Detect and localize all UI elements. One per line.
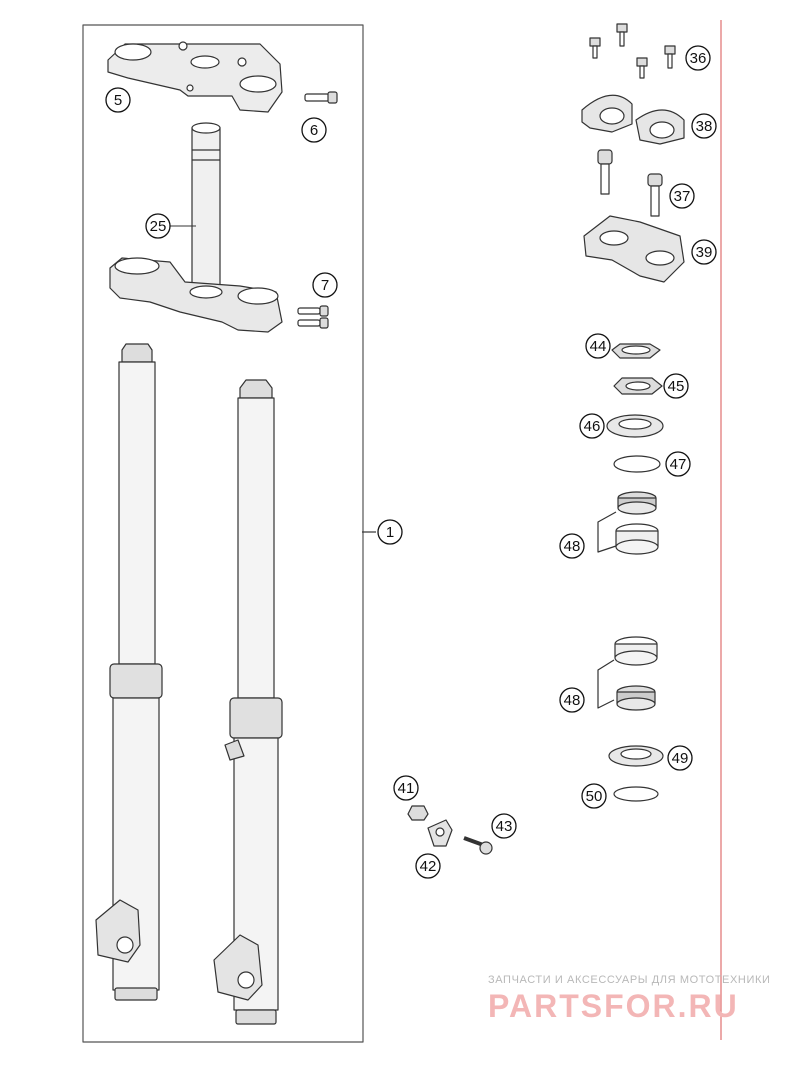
assembly-frame [82,24,364,1043]
svg-text:37: 37 [674,188,691,205]
nut-41 [407,805,429,821]
svg-text:38: 38 [696,118,713,135]
callout-42: 42 [415,853,441,879]
svg-text:46: 46 [584,418,601,435]
callout-25: 25 [145,213,171,239]
bracket-48a [597,511,617,553]
svg-text:41: 41 [398,780,415,797]
left-fork-leg [95,343,163,1001]
callout-44: 44 [585,333,611,359]
svg-text:7: 7 [321,277,329,294]
svg-text:45: 45 [668,378,685,395]
clamp-42 [427,819,453,847]
callout-49: 49 [667,745,693,771]
bolt-43 [463,836,493,855]
svg-text:42: 42 [420,858,437,875]
svg-text:48: 48 [564,692,581,709]
callout-39: 39 [691,239,717,265]
callout-38: 38 [691,113,717,139]
callout-36: 36 [685,45,711,71]
handlebar-clamp-base [583,215,685,283]
bracket-48b [597,659,615,709]
callout-47: 47 [665,451,691,477]
watermark-logo: PARTSFOR.RU [488,988,739,1024]
lower-triple-clamp [109,257,283,333]
callout-7: 7 [312,272,338,298]
lower-clamp-bolts [297,305,329,329]
o-ring-upper [613,455,661,473]
callout-50: 50 [581,783,607,809]
svg-text:43: 43 [496,818,513,835]
svg-text:25: 25 [150,218,167,235]
handlebar-clamp-top [581,94,685,145]
watermark-subtitle: ЗАПЧАСТИ И АКСЕССУАРЫ ДЛЯ МОТОТЕХНИКИ [488,974,771,986]
upper-triple-clamp [107,41,283,113]
clamp-base-bolts [597,149,663,217]
svg-text:5: 5 [114,92,122,109]
callout-48-lower: 48 [559,687,585,713]
dust-seal [606,414,664,438]
callout-41: 41 [393,775,419,801]
clamp-bolt [304,91,338,104]
callout-43: 43 [491,813,517,839]
callout-1: 1 [377,519,403,545]
svg-text:50: 50 [586,788,603,805]
lower-bearing-race [614,636,658,666]
top-nut [611,343,661,359]
lower-bearing [616,685,656,711]
o-ring-lower [613,786,659,802]
callout-45: 45 [663,373,689,399]
svg-text:1: 1 [386,524,394,541]
callout-48-upper: 48 [559,533,585,559]
right-fork-leg [213,379,283,1025]
callout-6: 6 [301,117,327,143]
upper-bearing [617,491,657,515]
svg-text:36: 36 [690,50,707,67]
upper-bearing-race [615,523,659,555]
svg-text:44: 44 [590,338,607,355]
callout-5: 5 [105,87,131,113]
svg-text:47: 47 [670,456,687,473]
lower-dust-seal [608,745,664,767]
svg-text:39: 39 [696,244,713,261]
svg-text:49: 49 [672,750,689,767]
callout-37: 37 [669,183,695,209]
steering-stem [191,122,221,289]
svg-text:48: 48 [564,538,581,555]
callout-46: 46 [579,413,605,439]
svg-text:6: 6 [310,122,318,139]
handlebar-bolts [589,23,676,79]
adjusting-nut [613,377,663,395]
